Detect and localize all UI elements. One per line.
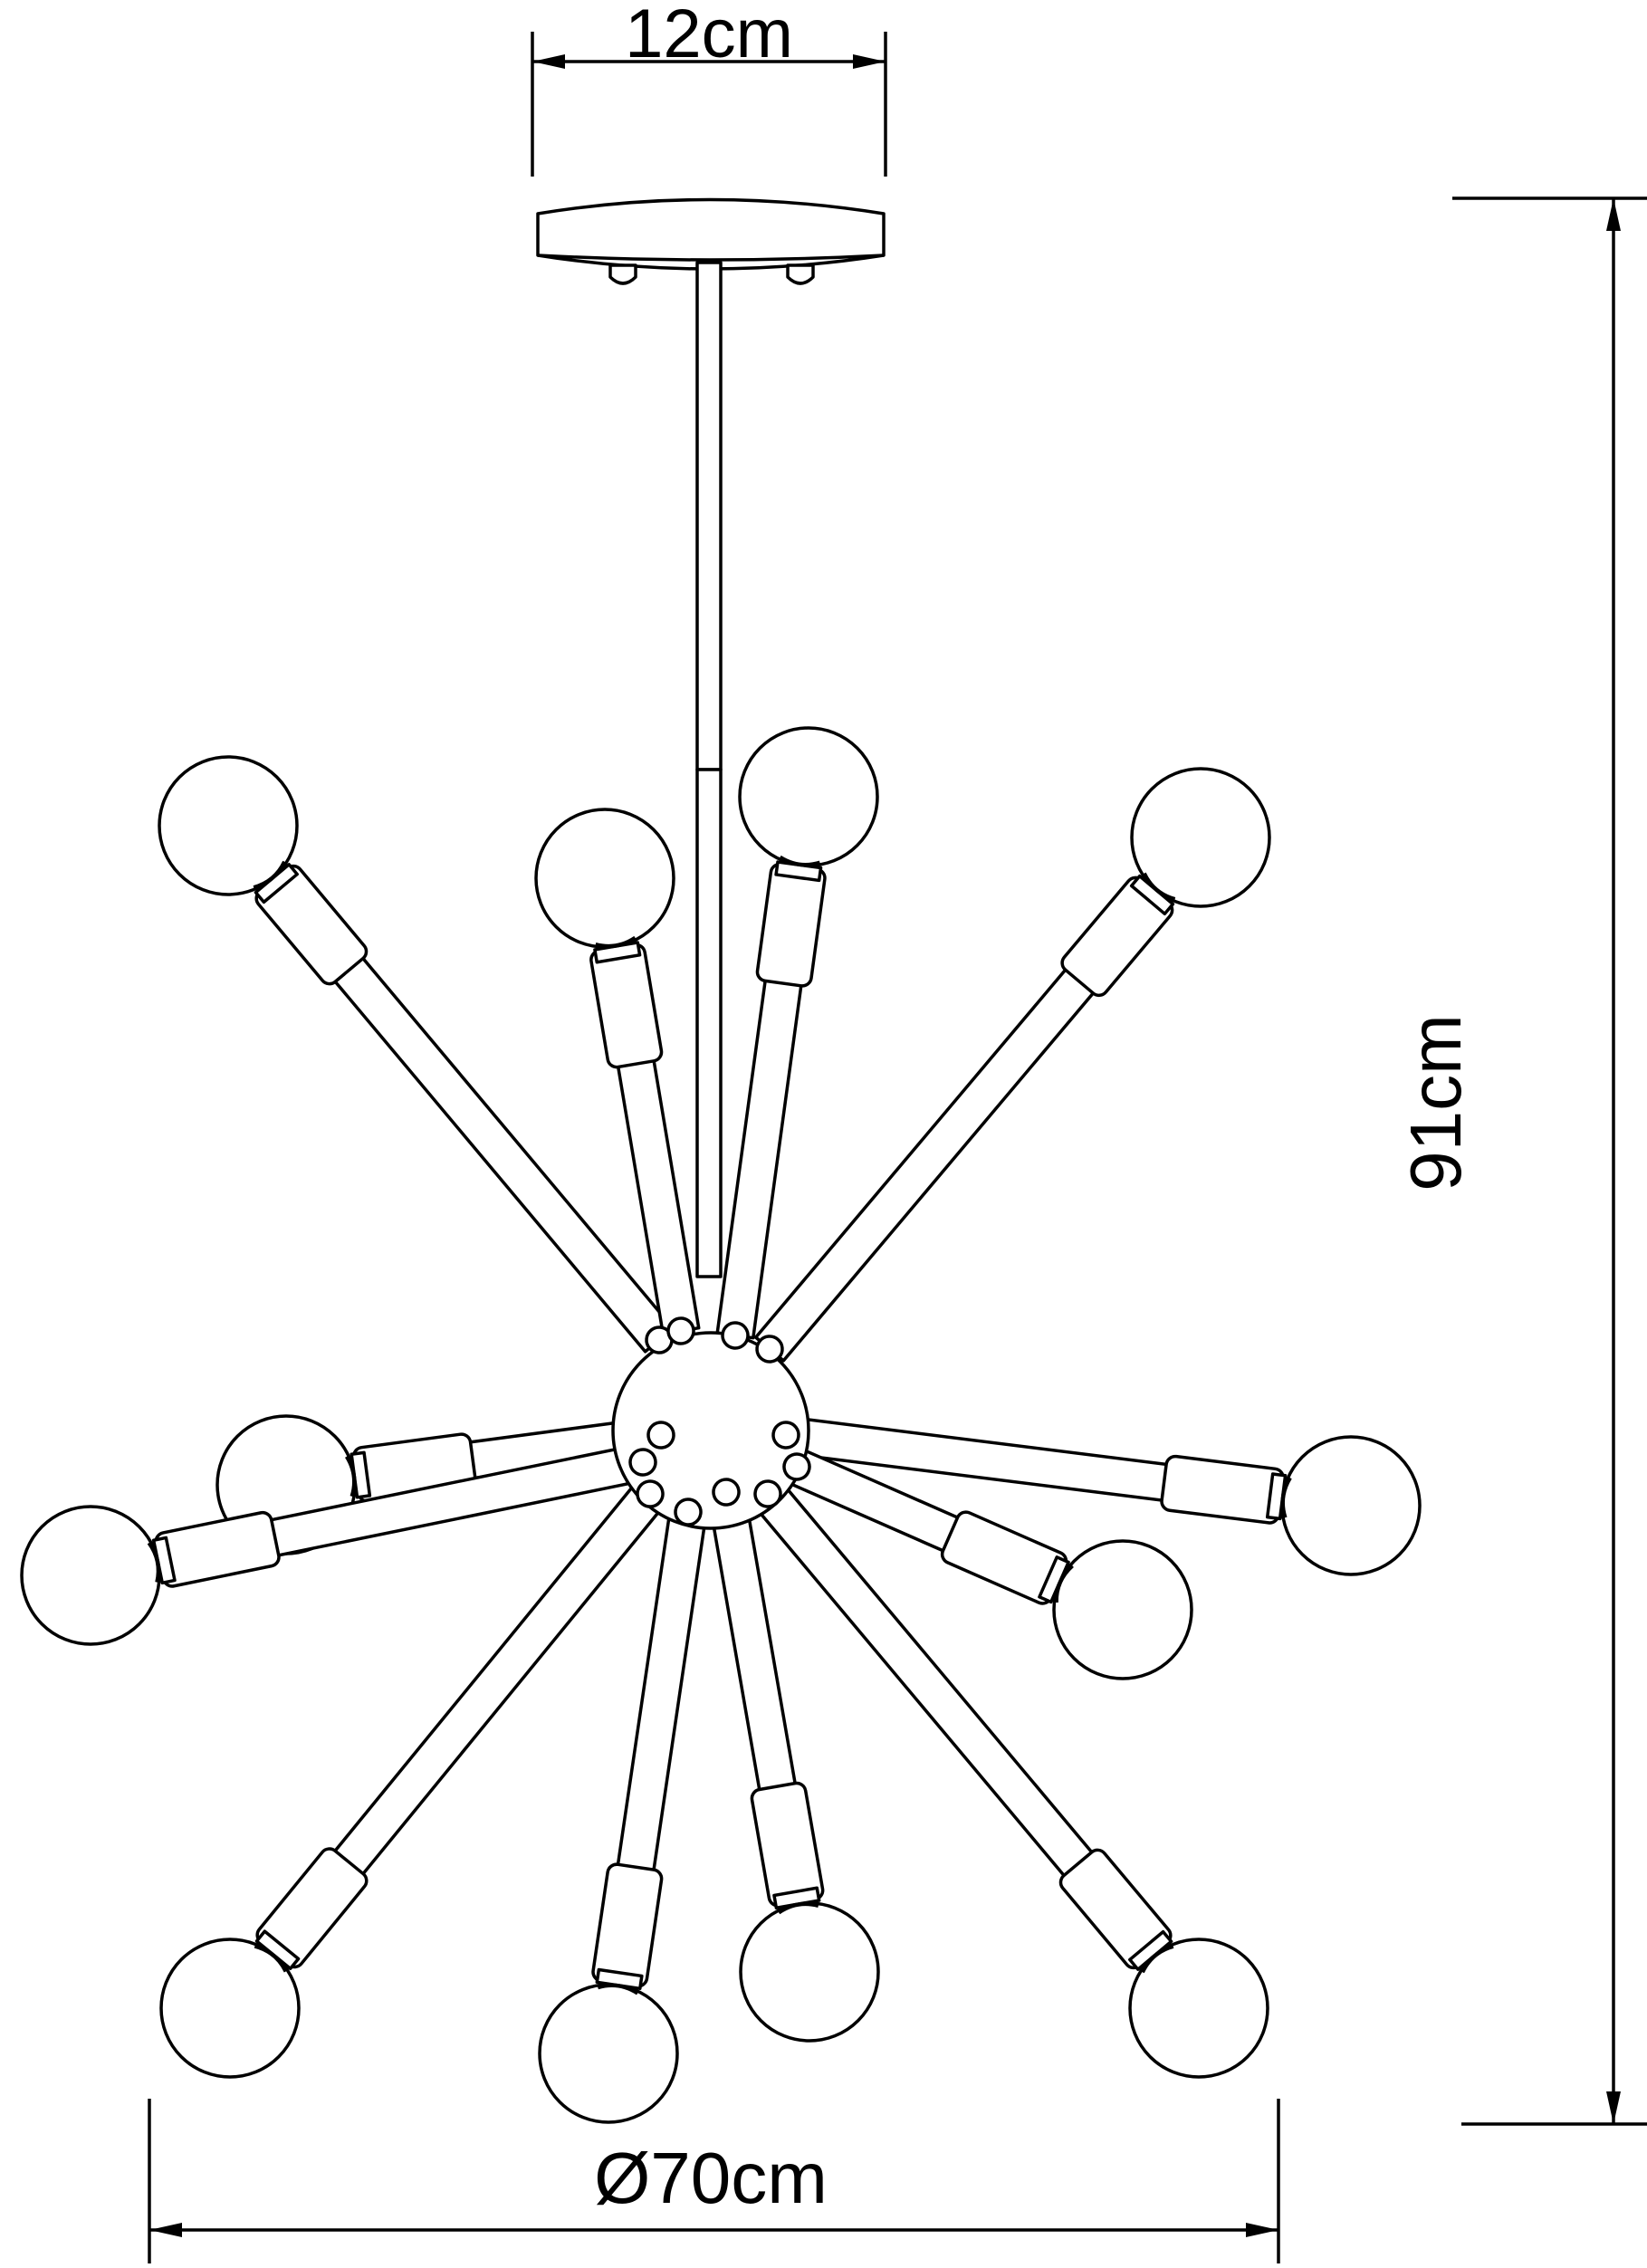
arm-rod bbox=[328, 1480, 666, 1883]
bulb-neck bbox=[1141, 1945, 1174, 1974]
light-arm-2 bbox=[534, 808, 701, 1336]
arm-rod bbox=[715, 970, 804, 1340]
light-arms bbox=[20, 726, 1422, 2124]
arm-cap bbox=[646, 1421, 675, 1450]
arm-cap bbox=[753, 1479, 782, 1508]
light-bulb bbox=[538, 1983, 679, 2124]
arm-cap bbox=[755, 1335, 784, 1364]
dimension-height bbox=[1452, 196, 1647, 2126]
bulb-neck bbox=[1281, 1477, 1292, 1518]
light-arm-12 bbox=[752, 1480, 1269, 2079]
ceiling-canopy bbox=[536, 197, 886, 285]
arm-cap bbox=[666, 1316, 695, 1345]
arm-cap bbox=[636, 1479, 665, 1508]
arm-cap bbox=[721, 1321, 750, 1350]
light-bulb bbox=[534, 808, 675, 949]
central-hub bbox=[611, 1331, 810, 1530]
light-arm-11 bbox=[706, 1487, 880, 2043]
height-label: 91cm bbox=[1395, 1014, 1476, 1191]
light-arm-4 bbox=[753, 767, 1271, 1363]
light-bulb bbox=[1280, 1435, 1422, 1576]
light-arm-7 bbox=[781, 1415, 1422, 1576]
bulb-neck bbox=[779, 855, 820, 866]
bulb-neck bbox=[254, 1945, 287, 1973]
arm-cap bbox=[782, 1452, 811, 1481]
light-bulb bbox=[1130, 767, 1271, 908]
arm-caps bbox=[628, 1316, 811, 1526]
light-bulb bbox=[20, 1505, 161, 1646]
arm-cap bbox=[628, 1448, 657, 1477]
light-bulb bbox=[739, 1901, 880, 2043]
bulb-socket bbox=[1160, 1454, 1285, 1525]
bulb-neck bbox=[1143, 872, 1176, 901]
canopy-screw-left bbox=[608, 263, 637, 285]
bulb-neck bbox=[344, 1456, 356, 1498]
dimension-canopy-width bbox=[531, 32, 887, 177]
bulb-neck bbox=[1055, 1565, 1074, 1603]
canopy-screw-right bbox=[786, 263, 815, 285]
light-bulb bbox=[738, 726, 879, 867]
light-bulb bbox=[159, 1938, 301, 2079]
light-bulb bbox=[1128, 1938, 1269, 2079]
arm-cap bbox=[771, 1421, 800, 1450]
canopy-width-label: 12cm bbox=[625, 0, 793, 72]
light-arm-8 bbox=[788, 1448, 1193, 1680]
arm-cap bbox=[712, 1478, 741, 1507]
diameter-label: Ø70cm bbox=[594, 2138, 828, 2218]
arm-cap bbox=[674, 1498, 703, 1526]
bulb-neck bbox=[147, 1542, 160, 1583]
light-bulb bbox=[1052, 1539, 1193, 1680]
light-arm-10 bbox=[538, 1507, 708, 2124]
arm-rod bbox=[753, 961, 1101, 1363]
bulb-neck bbox=[778, 1902, 819, 1915]
light-arm-6 bbox=[20, 1442, 648, 1646]
down-rod bbox=[695, 261, 723, 1278]
light-arm-9 bbox=[159, 1480, 666, 2079]
bulb-neck bbox=[595, 935, 637, 948]
dimension-diameter bbox=[148, 2099, 1280, 2263]
light-arm-1 bbox=[158, 755, 675, 1354]
arm-rod bbox=[615, 1507, 708, 1880]
bulb-neck bbox=[597, 1984, 638, 1995]
light-arm-3 bbox=[715, 726, 879, 1340]
bulb-neck bbox=[253, 860, 286, 889]
light-bulb bbox=[158, 755, 299, 896]
bulb-socket bbox=[755, 862, 827, 988]
